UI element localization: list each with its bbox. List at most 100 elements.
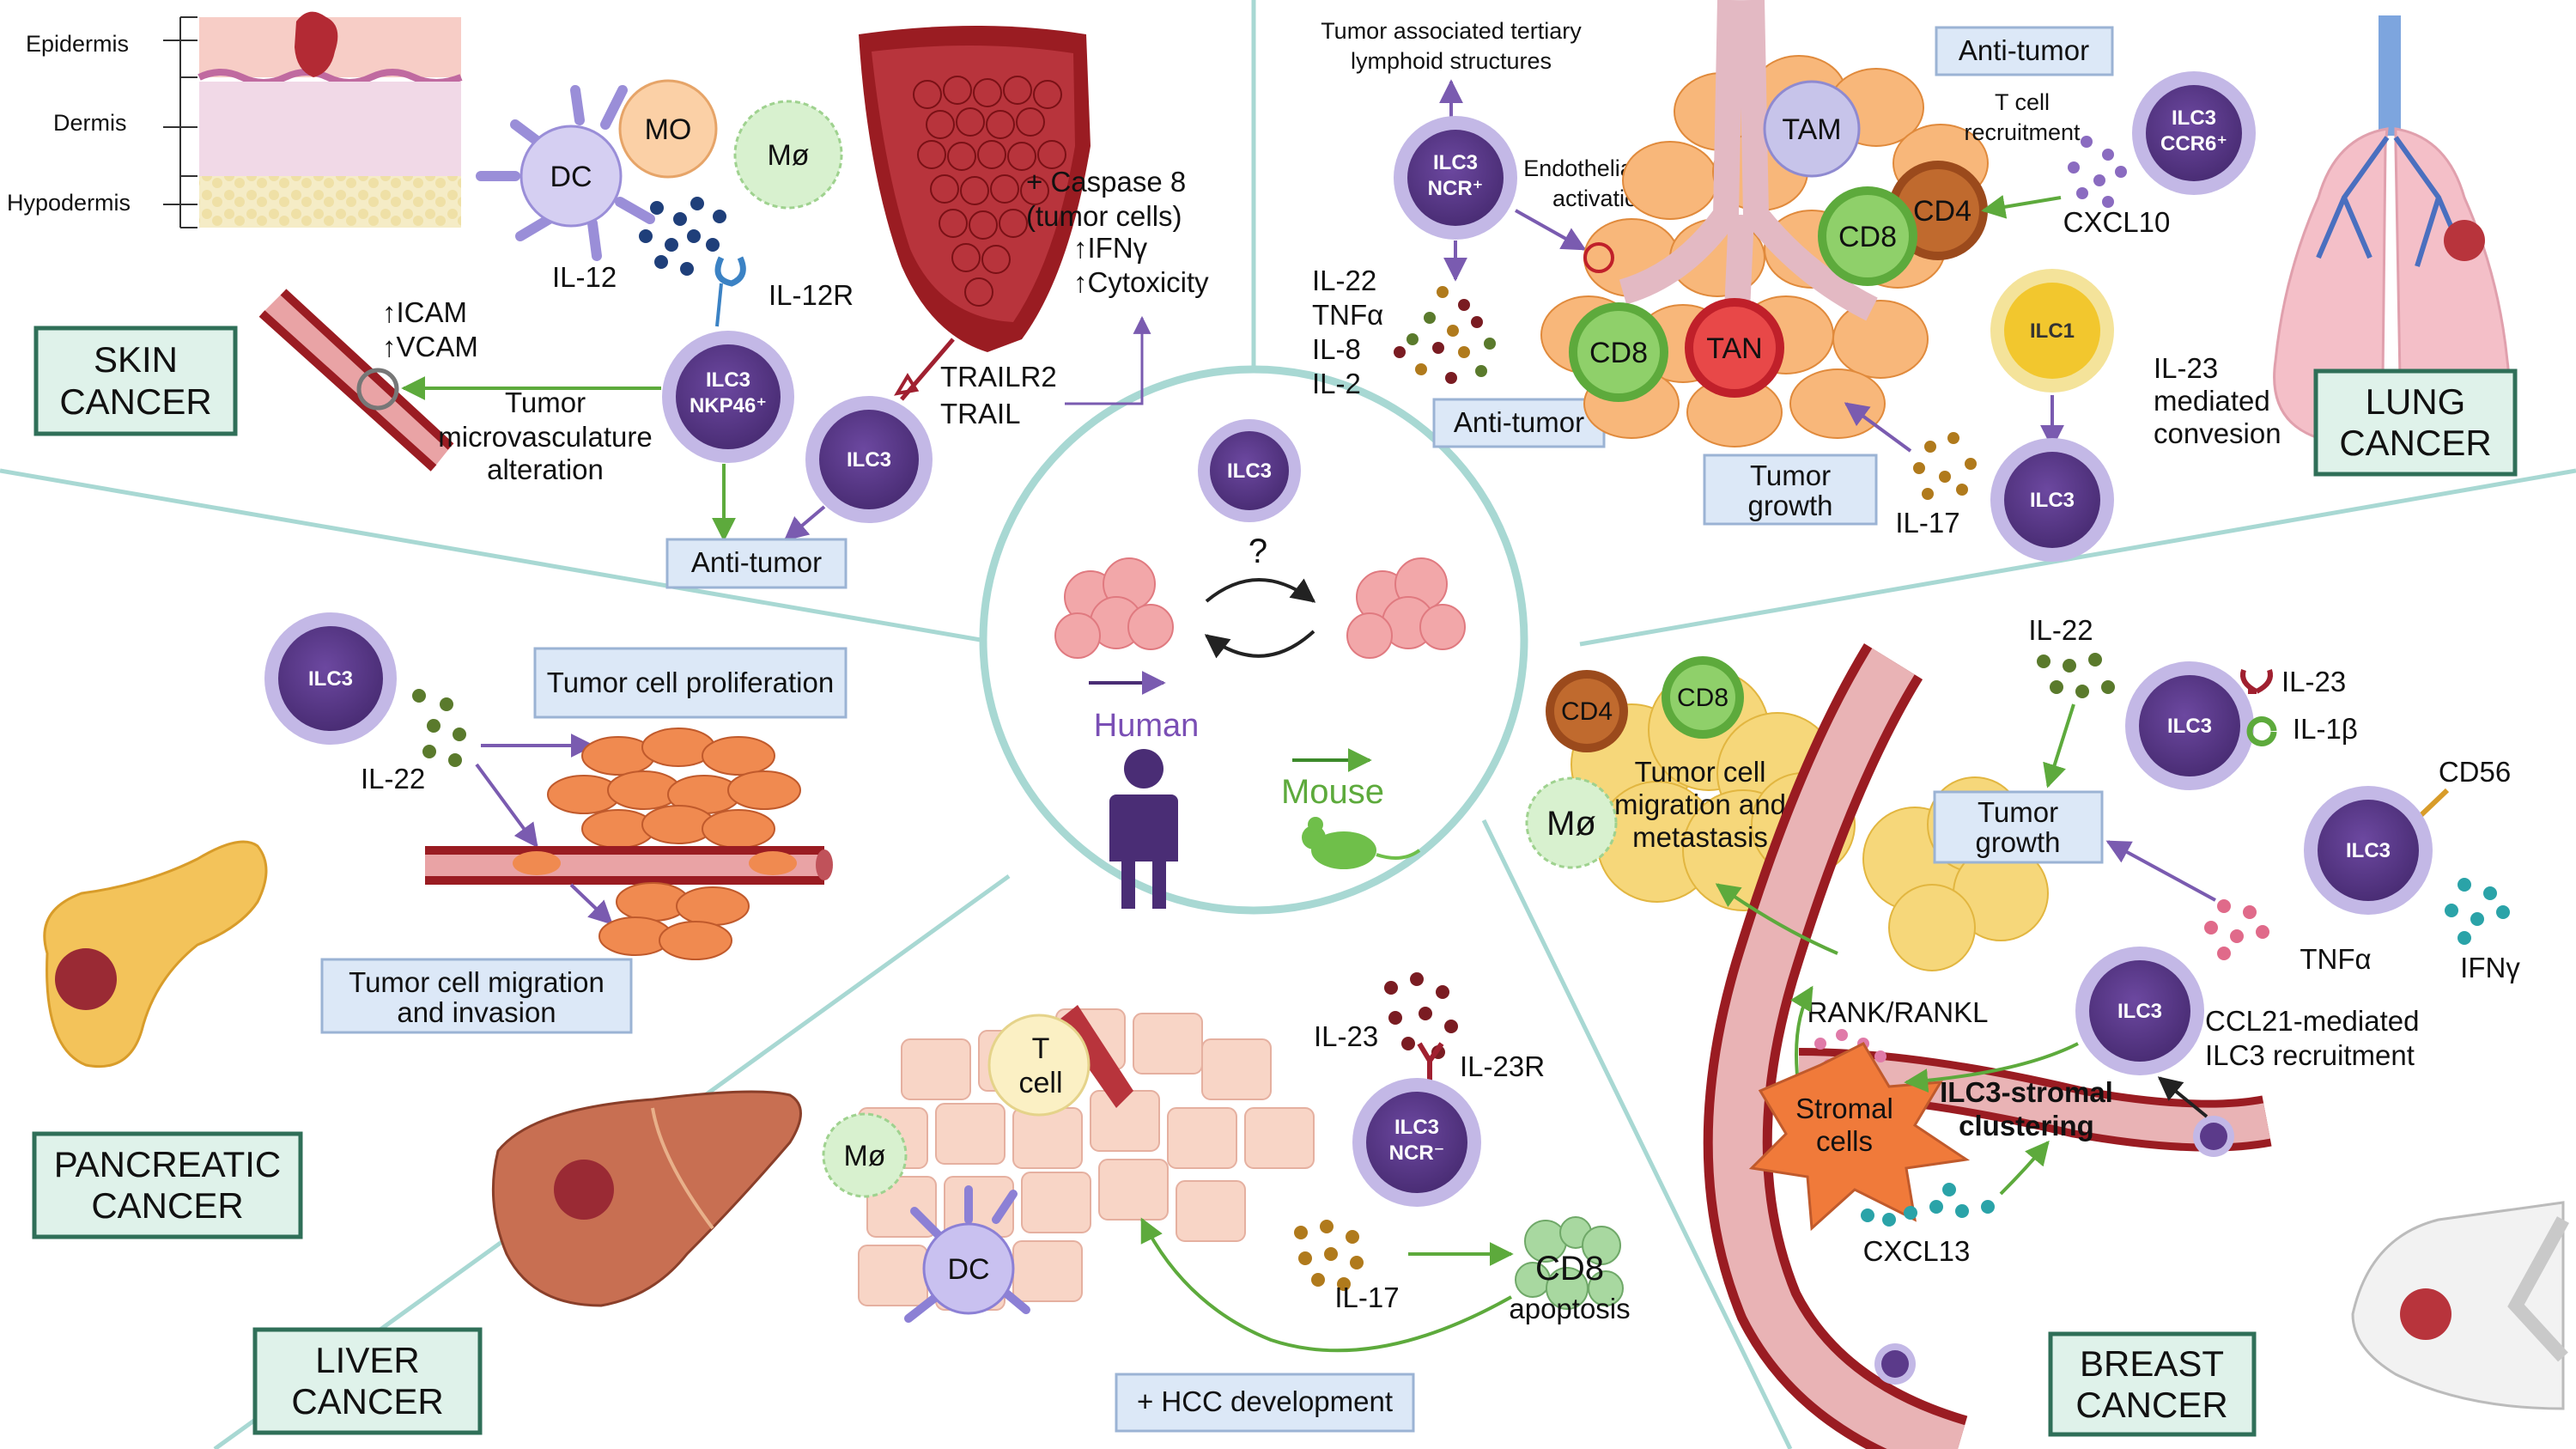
- pancreatic-vessel-icon: [425, 846, 833, 885]
- effect-caspase: + Caspase 8: [1026, 166, 1186, 198]
- pancreas-organ-icon: [43, 840, 268, 1068]
- stromal-label-2: cells: [1816, 1125, 1873, 1157]
- svg-text:CD8: CD8: [1677, 684, 1728, 712]
- tls-label-2: lymphoid structures: [1351, 48, 1552, 74]
- breast-section: CD4 CD8 Mø Tumor cell migration and meta…: [1525, 614, 2570, 1449]
- cxcl13-dots: [1861, 1183, 1995, 1227]
- svg-text:CD4: CD4: [1913, 195, 1971, 228]
- ccl21-label-2: ILC3 recruitment: [2205, 1039, 2415, 1071]
- lung-cytokine-il2: IL-2: [1312, 368, 1361, 399]
- metastasis-label-2: migration and: [1614, 788, 1786, 820]
- breast-cd4-cell: CD4: [1546, 670, 1628, 752]
- il12r-receptor-icon: [714, 256, 746, 287]
- lung-cd8-cell-bottom: CD8: [1569, 302, 1668, 402]
- svg-text:ILC3: ILC3: [1394, 1116, 1439, 1139]
- svg-text:Mø: Mø: [767, 139, 809, 172]
- lung-cytokine-tnfa: TNFα: [1312, 299, 1383, 331]
- svg-text:ILC3: ILC3: [706, 368, 750, 392]
- cxcl13-label: CXCL13: [1863, 1235, 1971, 1267]
- skin-antitumor-arrow-purple: [783, 505, 826, 541]
- skin-ilc3-nkp46-cell: ILC3 NKP46⁺: [662, 331, 794, 463]
- svg-text:TAN: TAN: [1706, 332, 1762, 365]
- rankl-label: RANK/RANKL: [1807, 996, 1989, 1028]
- liver-il17-dots: [1294, 1220, 1364, 1291]
- breast-ilc3-cell-mid: ILC3: [2304, 786, 2433, 915]
- svg-text:ILC3: ILC3: [1227, 460, 1272, 483]
- breast-organ-icon: [2351, 1201, 2570, 1410]
- lung-section: Tumor associated tertiary lymphoid struc…: [1312, 0, 2518, 562]
- pancreatic-migrating-cells: [598, 882, 750, 960]
- il23r-label: IL-23R: [1460, 1050, 1545, 1082]
- lungs-organ-icon: [2273, 15, 2510, 440]
- breast-macrophage-cell: Mø: [1525, 776, 1618, 869]
- skin-layers-illustration: [163, 11, 463, 228]
- hypodermis-label: Hypodermis: [7, 190, 131, 216]
- cxcl10-label: CXCL10: [2063, 206, 2171, 238]
- clustering-label-2: clustering: [1959, 1110, 2094, 1142]
- tam-cell: TAM: [1763, 80, 1861, 178]
- lung-ilc3-ccr6-cell: ILC3 CCR6⁺: [2132, 71, 2256, 195]
- skin-vessel-icon: [258, 289, 454, 472]
- svg-text:ILC3: ILC3: [2346, 839, 2391, 862]
- breast-ilc3-cell-bottom: ILC3: [2075, 947, 2204, 1075]
- lung-ilc3-ncr-cell: ILC3 NCR⁺: [1394, 116, 1517, 240]
- svg-text:ILC3: ILC3: [2172, 107, 2216, 130]
- il23-conversion-label-2: mediated: [2154, 385, 2270, 417]
- metastasis-label-3: metastasis: [1632, 821, 1768, 853]
- proliferation-box: Tumor cell proliferation: [547, 667, 834, 698]
- effect-ifng: ↑IFNγ: [1073, 232, 1148, 264]
- svg-text:DC: DC: [550, 161, 592, 193]
- breast-ilc3-cell-top: ILC3: [2125, 661, 2254, 790]
- svg-text:Mø: Mø: [1546, 805, 1596, 843]
- epidermis-label: Epidermis: [26, 31, 129, 57]
- center-panel: ILC3 ? Human Mouse: [979, 365, 1528, 915]
- skin-section: Epidermis Dermis Hypodermis DC MO Mø IL-…: [7, 11, 1209, 589]
- svg-text:NKP46⁺: NKP46⁺: [690, 394, 767, 417]
- effect-cytotoxicity: ↑Cytoxicity: [1073, 266, 1209, 298]
- svg-text:CCR6⁺: CCR6⁺: [2160, 132, 2227, 155]
- ifng-label: IFNγ: [2460, 952, 2520, 983]
- lung-il17-label: IL-17: [1895, 507, 1959, 539]
- trailr2-label: TRAILR2: [940, 361, 1057, 393]
- pancreatic-tumor-cells: [547, 728, 801, 849]
- tcell-recruit-label-2: recruitment: [1964, 119, 2081, 145]
- tan-cell: TAN: [1685, 298, 1784, 398]
- effect-tumor-cells: (tumor cells): [1026, 200, 1182, 232]
- lung-antitumor-box-bottom: Anti-tumor: [1454, 406, 1584, 438]
- cd8-apoptosis-icon: [1515, 1216, 1624, 1310]
- il12-label: IL-12: [552, 261, 617, 293]
- cxcl10-dots: [2068, 136, 2127, 208]
- vessel-ilc3-cells: [1874, 1116, 2234, 1385]
- human-label: Human: [1094, 708, 1200, 744]
- lung-cytokine-il22: IL-22: [1312, 265, 1376, 296]
- dc-cell: DC: [476, 85, 655, 261]
- breast-il1b-label: IL-1β: [2293, 713, 2358, 745]
- cycle-arrow-bottom: [1204, 630, 1315, 659]
- lung-growth-box-1: Tumor: [1750, 460, 1831, 491]
- migration-box-1: Tumor cell migration: [349, 966, 605, 998]
- il23-receptor-icon: [2240, 669, 2273, 694]
- breast-cd8-cell: CD8: [1662, 656, 1744, 739]
- cd56-label: CD56: [2439, 756, 2511, 788]
- breast-cancer-title-1: BREAST: [2080, 1343, 2224, 1384]
- pancreatic-ilc3-cell: ILC3: [264, 612, 397, 745]
- il12-dots: [639, 197, 726, 276]
- lung-antitumor-box-top: Anti-tumor: [1959, 34, 2089, 66]
- lung-growth-box-2: growth: [1747, 490, 1832, 521]
- tnfa-label: TNFα: [2300, 943, 2371, 975]
- liver-il17-label: IL-17: [1334, 1282, 1399, 1313]
- macrophage-cell: Mø: [733, 100, 843, 210]
- center-ilc3-cell: ILC3: [1198, 419, 1301, 522]
- liver-organ-icon: [491, 1090, 802, 1307]
- lung-cytokine-il8: IL-8: [1312, 333, 1361, 365]
- liver-ilc3-ncr-cell: ILC3 NCR⁻: [1352, 1078, 1481, 1207]
- migration-box-2: and invasion: [397, 996, 556, 1028]
- clustering-label-1: ILC3-stromal: [1940, 1076, 2113, 1108]
- breast-il23-label: IL-23: [2281, 666, 2346, 697]
- metastasis-label-1: Tumor cell: [1635, 756, 1766, 788]
- ccl21-label-1: CCL21-mediated: [2205, 1005, 2419, 1037]
- il23-conversion-label-3: convesion: [2154, 417, 2281, 449]
- tnfa-dots: [2204, 899, 2269, 960]
- svg-text:T: T: [1032, 1032, 1050, 1065]
